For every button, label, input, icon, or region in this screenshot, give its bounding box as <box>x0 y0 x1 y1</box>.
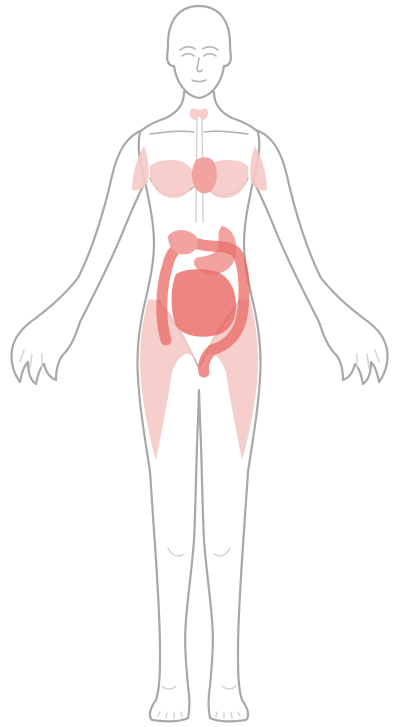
region-heart <box>192 157 217 193</box>
region-small-intestine <box>172 269 237 336</box>
arm-left <box>11 128 150 384</box>
head <box>167 6 231 98</box>
arm-right <box>249 128 388 384</box>
